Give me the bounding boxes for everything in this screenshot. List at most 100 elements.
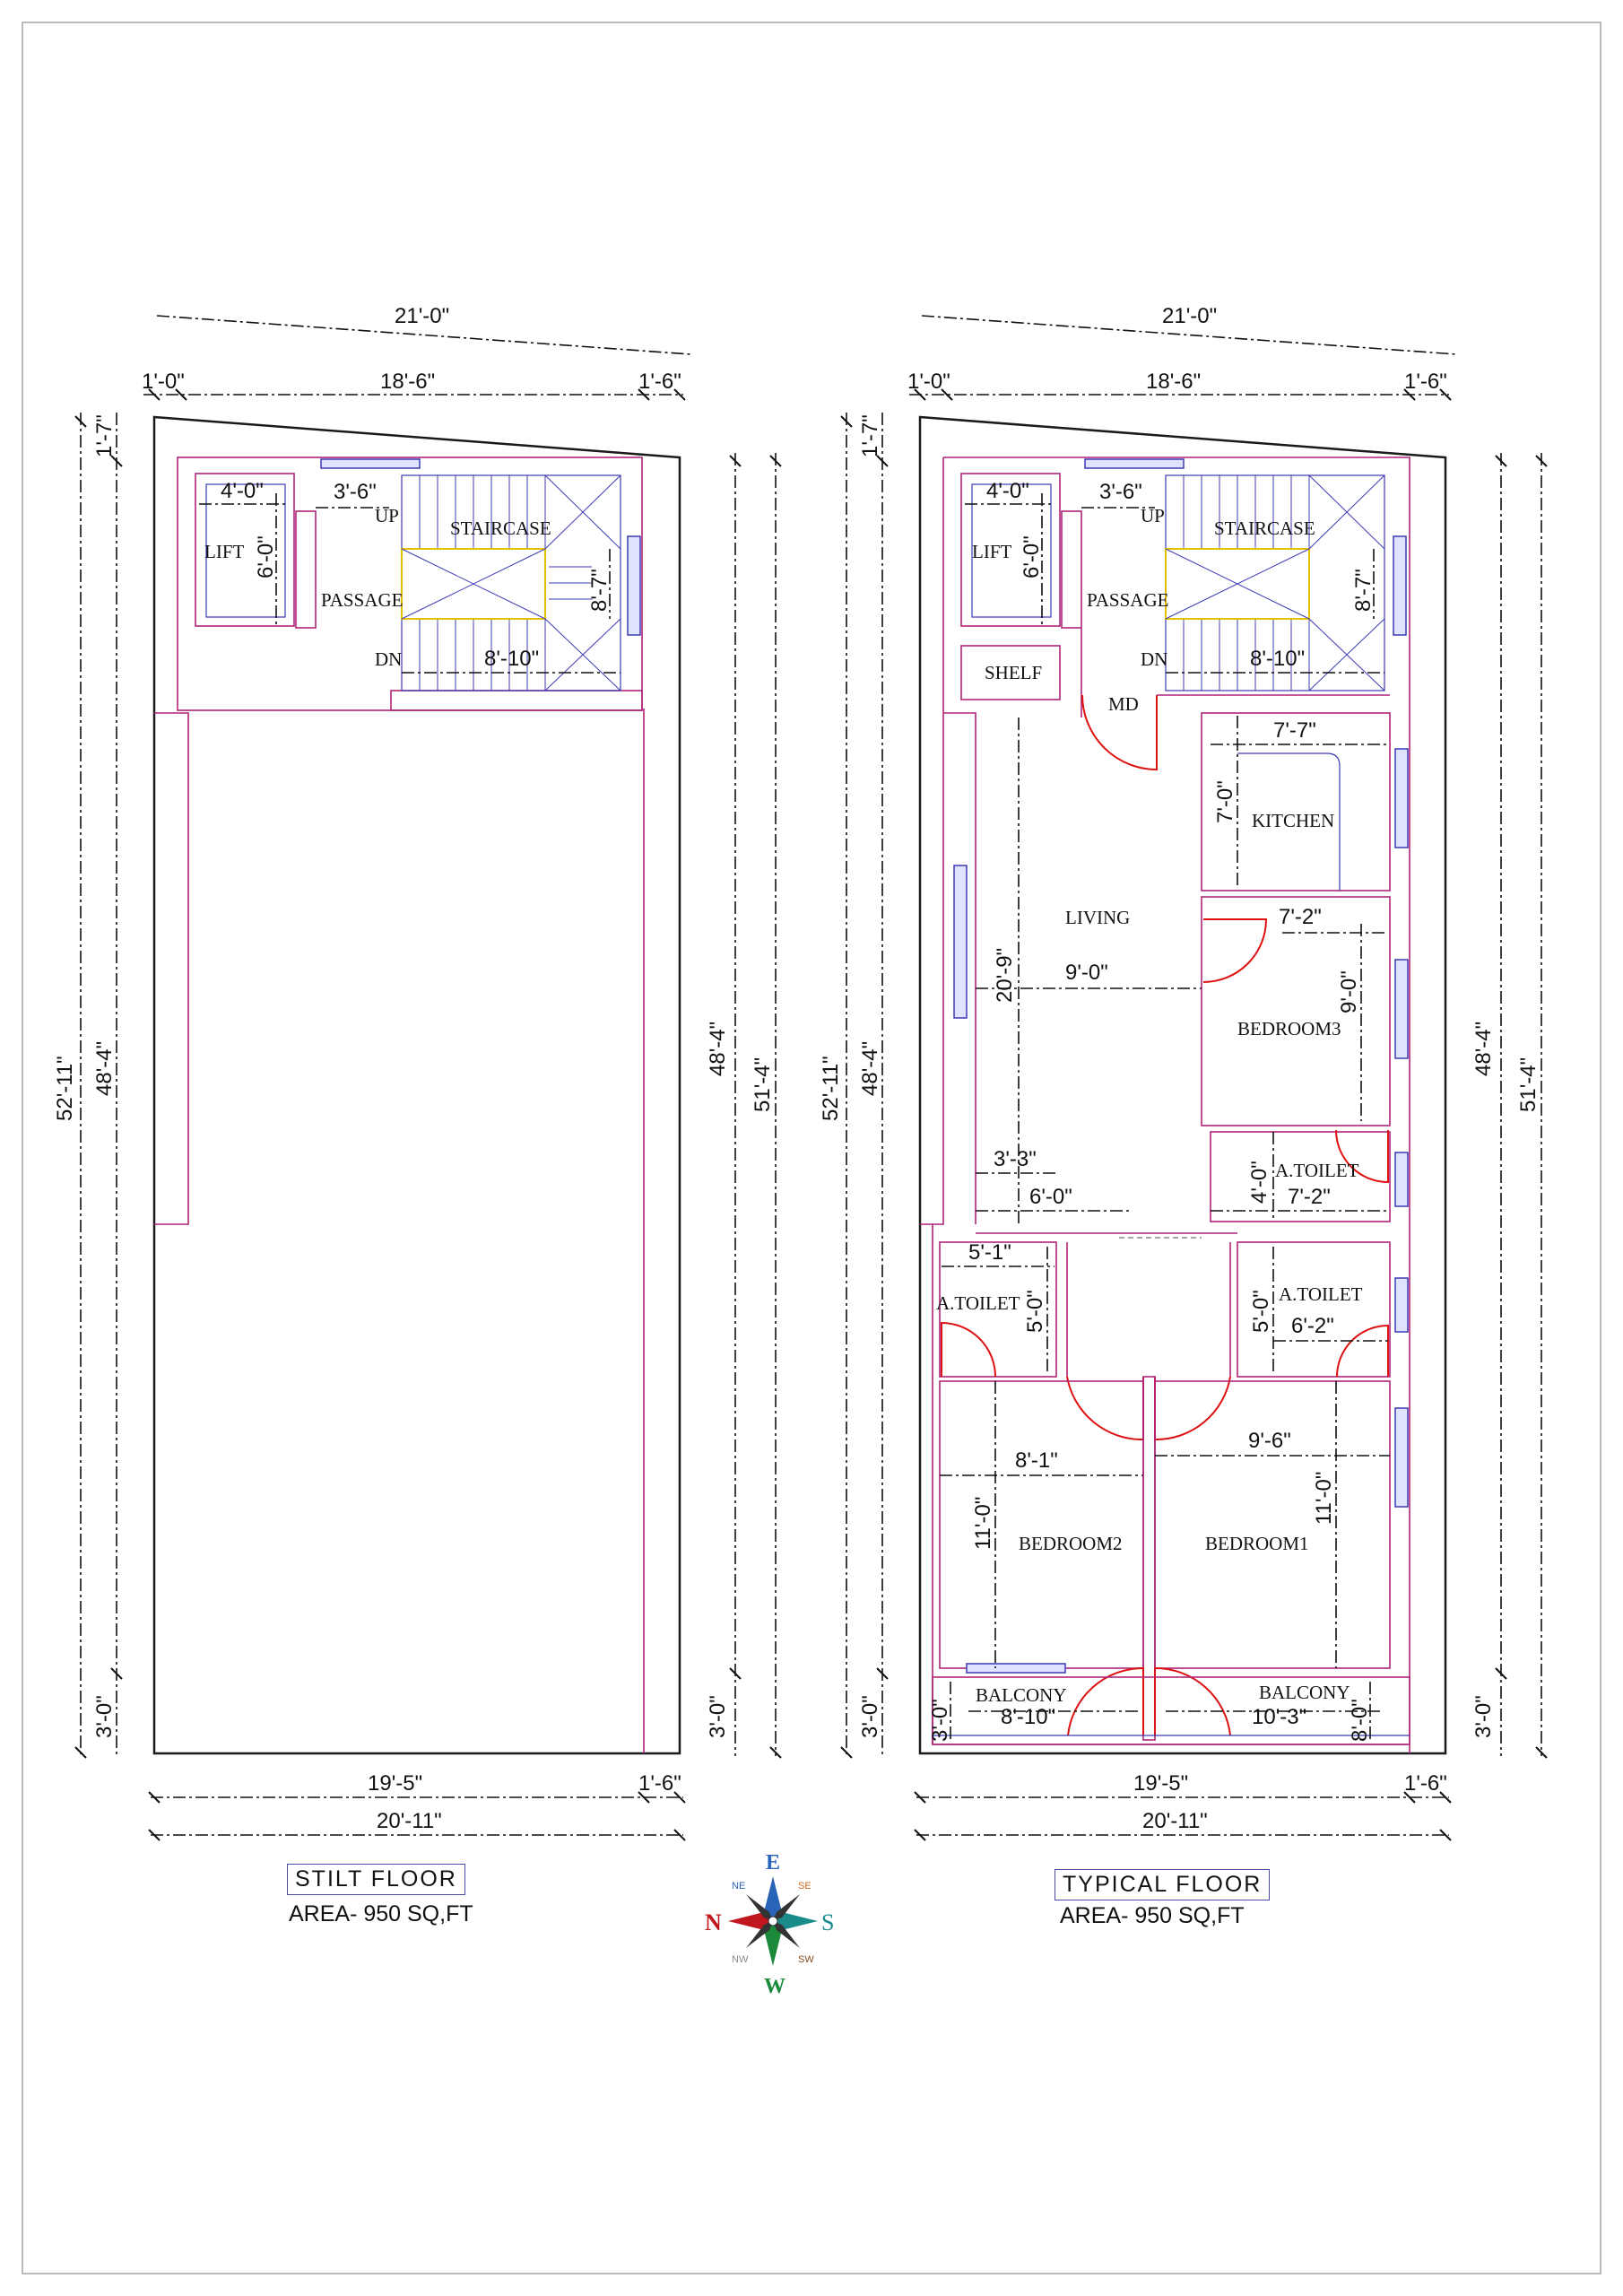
stilt-side-wall [154, 712, 189, 1225]
stilt-floor-area: AREA- 950 SQ,FT [289, 1901, 473, 1926]
typical-living-label: LIVING [1065, 907, 1130, 928]
typical-stair-width-dim: 8'-10" [1250, 647, 1305, 671]
typical-toilet3-label: A.TOILET [1279, 1283, 1363, 1305]
stilt-up-label: UP [375, 505, 399, 526]
typical-right-outer-dim: 51'-4" [1516, 1057, 1541, 1112]
typical-lift-height-dim: 6'-0" [1020, 535, 1044, 578]
typical-bedroom1-label: BEDROOM1 [1205, 1533, 1309, 1554]
stilt-bottom-mid-dim: 19'-5" [368, 1771, 422, 1796]
typical-bottom-right-dim: 1'-6" [1404, 1771, 1447, 1796]
typical-living-window [953, 865, 968, 1019]
typical-top-mid-dim: 18'-6" [1146, 370, 1201, 394]
typical-bedroom-partition [1142, 1376, 1156, 1741]
typical-bedroom3-width-dim: 7'-2" [1279, 905, 1322, 929]
typical-lift-door-frame [1061, 510, 1082, 629]
stilt-stair-width-dim: 8'-10" [484, 647, 539, 671]
compass-s: S [821, 1909, 834, 1935]
stilt-left-inner-dim: 48'-4" [92, 1041, 117, 1096]
typical-toilet3-door [1336, 1324, 1389, 1378]
typical-stair-height-dim: 8'-7" [1351, 569, 1376, 612]
typical-kitchen-label: KITCHEN [1252, 810, 1334, 831]
typical-main-door [1081, 694, 1158, 771]
typical-living-small-dim: 3'-3" [994, 1147, 1037, 1171]
typical-toilet2-door [941, 1321, 996, 1378]
stilt-lift-inner [205, 483, 286, 618]
typical-bedroom3-wall [1201, 896, 1391, 1126]
compass-rose-icon: N E S W NE SE SW NW [705, 1851, 834, 1998]
typical-top-right-dim: 1'-6" [1404, 370, 1447, 394]
typical-balcony1-door [1067, 1666, 1144, 1736]
stilt-lift-wall [195, 473, 295, 627]
stilt-staircase [401, 474, 621, 691]
typical-living-bottom-dim: 6'-0" [1029, 1185, 1072, 1209]
typical-passage-label: PASSAGE [1087, 589, 1168, 611]
typical-toilet2-width-dim: 5'-1" [968, 1240, 1011, 1265]
typical-stair-window [1393, 535, 1407, 636]
typical-up-label: UP [1141, 505, 1165, 526]
sheet-border [22, 22, 1601, 2274]
compass-e: E [766, 1851, 780, 1874]
typical-left-outer-dim: 52'-11" [819, 1056, 843, 1121]
typical-bottom-total-dim: 20'-11" [1142, 1809, 1208, 1833]
typical-lift-label: LIFT [972, 541, 1012, 562]
stilt-bottom-right-dim: 1'-6" [638, 1771, 681, 1796]
typical-bedroom2-height-dim: 11'-0" [971, 1497, 995, 1550]
typical-right-bottom-dim: 3'-0" [1471, 1695, 1496, 1738]
stilt-left-top-dim: 1'-7" [92, 414, 117, 457]
stilt-lift-height-dim: 6'-0" [254, 535, 278, 578]
typical-toilet1-door [1335, 1129, 1389, 1184]
stilt-dn-label: DN [375, 648, 402, 670]
typical-top-left-dim: 1'-0" [907, 370, 950, 394]
stilt-lift-label: LIFT [204, 541, 245, 562]
stilt-top-left-dim: 1'-0" [142, 370, 185, 394]
typical-living-width-dim: 9'-0" [1065, 961, 1108, 985]
typical-bedroom1-window [1394, 1407, 1409, 1508]
typical-toilet3-height-dim: 5'-0" [1249, 1290, 1273, 1333]
stilt-plot-outline [152, 415, 681, 1755]
typical-bedroom2-width-dim: 8'-1" [1015, 1448, 1058, 1473]
typical-balcony2-label: BALCONY [1259, 1682, 1350, 1703]
typical-left-top-dim: 1'-7" [858, 414, 882, 457]
compass-sw: SW [798, 1954, 814, 1965]
stilt-left-bottom-dim: 3'-0" [92, 1695, 117, 1738]
typical-toilet2-wall [939, 1241, 1057, 1378]
compass-ne: NE [732, 1881, 745, 1892]
compass-n: N [705, 1909, 722, 1935]
typical-toilet1-width-dim: 7'-2" [1288, 1185, 1331, 1209]
typical-living-height-dim: 20'-9" [993, 948, 1017, 1003]
typical-bedroom2-door [1066, 1376, 1144, 1441]
typical-balcony1-height-dim: 3'-0" [928, 1699, 952, 1742]
typical-dn-label: DN [1141, 648, 1167, 670]
typical-toilet2-label: A.TOILET [936, 1292, 1020, 1314]
typical-staircase-label: STAIRCASE [1214, 517, 1315, 539]
typical-staircase [1165, 474, 1385, 691]
stilt-lift-door-frame [295, 510, 317, 629]
typical-bedroom3-door [1202, 918, 1268, 983]
typical-balcony2-width-dim: 10'-3" [1252, 1705, 1306, 1729]
stilt-left-outer-dim: 52'-11" [53, 1056, 77, 1121]
typical-toilet3-width-dim: 6'-2" [1291, 1314, 1334, 1338]
stilt-lift-width-dim: 4'-0" [221, 479, 264, 503]
typical-toilet3-window [1394, 1277, 1409, 1333]
stilt-passage-width-dim: 3'-6" [334, 480, 377, 504]
typical-top-total-dim: 21'-0" [1162, 304, 1217, 328]
typical-toilet2-height-dim: 5'-0" [1023, 1290, 1047, 1333]
compass-se: SE [798, 1881, 812, 1892]
typical-kitchen-wall [1201, 712, 1391, 891]
typical-balcony2-door [1154, 1666, 1231, 1736]
typical-bedroom1-wall [1154, 1380, 1391, 1669]
typical-toilet1-label: A.TOILET [1275, 1160, 1359, 1181]
typical-balcony-wall [932, 1676, 1410, 1745]
typical-kitchen-window [1394, 748, 1409, 848]
typical-left-inner-dim: 48'-4" [858, 1041, 882, 1096]
typical-passage-width-dim: 3'-6" [1099, 480, 1142, 504]
typical-kitchen-width-dim: 7'-7" [1273, 718, 1316, 743]
compass-w: W [764, 1975, 785, 1998]
typical-toilet1-window [1394, 1152, 1409, 1207]
typical-floor-area: AREA- 950 SQ,FT [1060, 1903, 1245, 1928]
stilt-passage-window [320, 458, 421, 469]
stilt-stair-landing [390, 690, 643, 711]
typical-md-label: MD [1108, 693, 1139, 715]
typical-floor-caption: TYPICAL FLOOR [1055, 1869, 1271, 1900]
typical-bedroom2-window [966, 1663, 1066, 1674]
